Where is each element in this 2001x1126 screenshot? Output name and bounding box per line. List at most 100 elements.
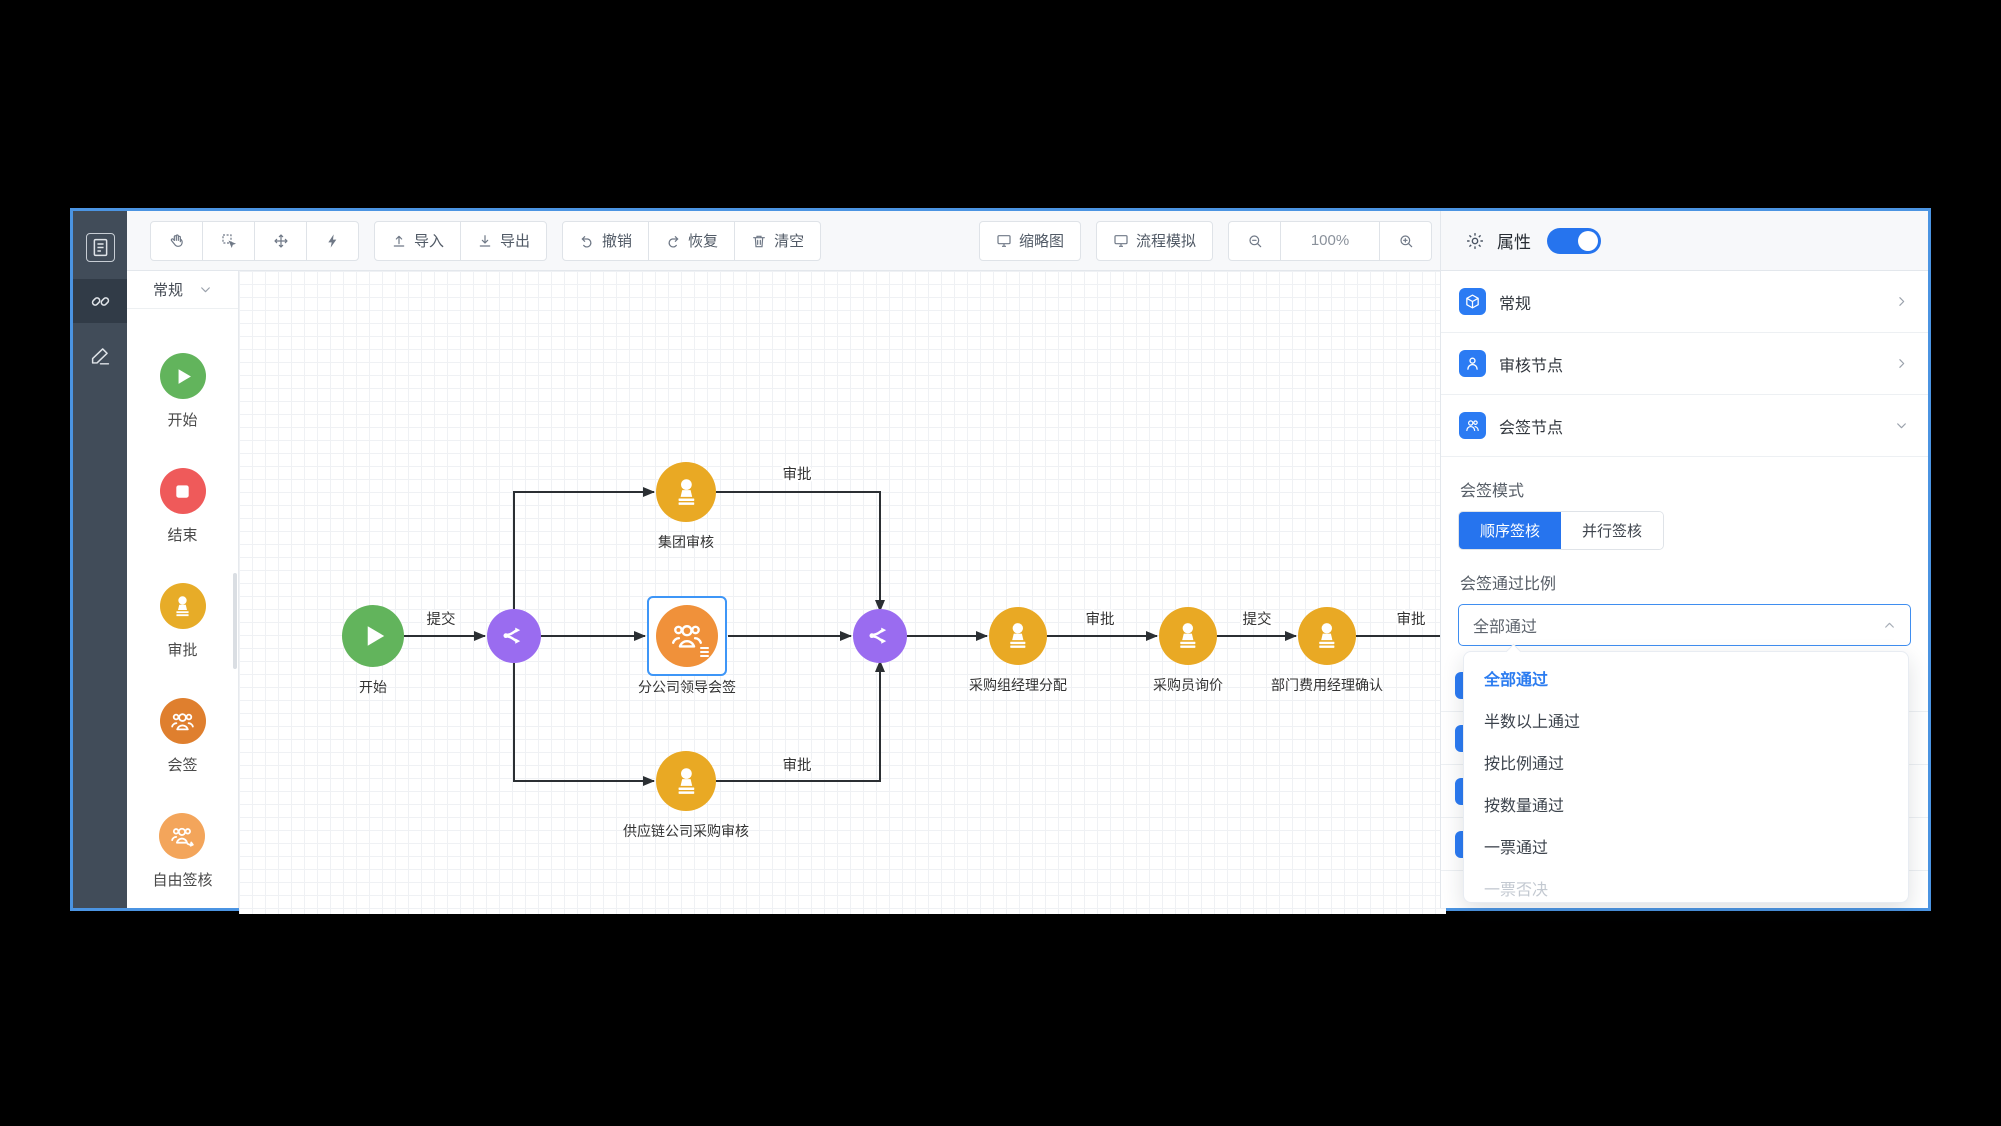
properties-toggle[interactable] [1547, 227, 1601, 254]
node-inquiry[interactable] [1159, 607, 1217, 665]
node-label: 供应链公司采购审核 [623, 823, 749, 839]
auto-layout-button[interactable] [306, 220, 359, 261]
select-tool-button[interactable] [202, 220, 255, 261]
dropdown-option[interactable]: 按比例通过 [1484, 756, 1565, 773]
group-free-icon [169, 823, 196, 850]
section-label: 审核节点 [1499, 357, 1564, 375]
flow-icon [90, 291, 111, 312]
flow-edge [716, 660, 885, 782]
section-label: 常规 [1499, 295, 1532, 313]
dropdown-option[interactable]: 按数量通过 [1484, 798, 1565, 815]
audit-node-section-icon [1459, 350, 1486, 377]
properties-title: 属性 [1497, 233, 1531, 252]
split-icon [853, 620, 907, 651]
import-button[interactable]: 导入 [374, 220, 462, 261]
pan-tool-button[interactable] [150, 220, 203, 261]
canvas-tool-group [150, 220, 359, 261]
gear-icon [1465, 231, 1485, 251]
redo-button[interactable]: 恢复 [648, 220, 736, 261]
hand-icon [169, 233, 185, 249]
node-split[interactable] [487, 609, 541, 663]
node-group-review[interactable] [656, 462, 716, 522]
sign-mode-selected[interactable]: 顺序签核 [1459, 512, 1562, 549]
edge-label: 审批 [1397, 611, 1426, 628]
palette-item-end[interactable]: 结束 [159, 468, 206, 545]
edit-group: 撤销恢复清空 [562, 220, 822, 261]
simulate-button[interactable]: 流程模拟 [1095, 220, 1213, 261]
chevron-right-icon [1895, 357, 1908, 370]
properties-header: 属性 [1441, 211, 1928, 271]
undo-icon [579, 233, 595, 249]
pencil-icon [90, 345, 111, 366]
file-group: 导入导出 [374, 220, 548, 261]
zoom-out-icon [1247, 233, 1263, 249]
activity-item-pages[interactable] [73, 225, 127, 269]
node-merge[interactable] [853, 609, 907, 663]
free-sign-node-shape [159, 813, 206, 859]
stamp-icon [656, 475, 716, 510]
play-icon [342, 618, 404, 654]
palette-scrollbar[interactable] [233, 573, 237, 669]
flow-edge [513, 663, 655, 786]
section-label: 会签节点 [1499, 419, 1564, 437]
undo-button[interactable]: 撤销 [562, 220, 650, 261]
toolbar: 导入导出撤销恢复清空 缩略图流程模拟 100% [127, 211, 1446, 271]
clear-button[interactable]: 清空 [734, 220, 822, 261]
move-icon [273, 233, 289, 249]
palette-item-start[interactable]: 开始 [159, 353, 206, 430]
chevron-down-icon [1895, 419, 1908, 432]
node-branch-lead-countersign[interactable] [656, 605, 718, 667]
edge-label: 提交 [1243, 610, 1272, 628]
stamp-icon [169, 593, 196, 620]
zoom-out-button[interactable] [1228, 220, 1281, 261]
start-node-shape [159, 353, 206, 399]
palette-item-label: 自由签核 [152, 872, 213, 889]
activity-item-form-editor[interactable] [73, 333, 127, 377]
trash-icon [751, 233, 767, 249]
palette-item-approve[interactable]: 审批 [159, 583, 206, 660]
node-start[interactable] [342, 605, 404, 667]
node-assign[interactable] [989, 607, 1047, 665]
lightning-icon [325, 233, 341, 249]
minimap-button[interactable]: 缩略图 [978, 220, 1081, 261]
activity-item-flow-designer[interactable] [73, 279, 127, 323]
palette-item-free-sign[interactable]: 自由签核 [152, 813, 213, 890]
panel-section-general[interactable]: 常规 [1441, 271, 1928, 333]
countersign-node-section-icon [1459, 412, 1486, 439]
download-icon [477, 233, 493, 249]
export-button[interactable]: 导出 [460, 220, 548, 261]
node-supply-review[interactable] [656, 751, 716, 811]
palette-item-countersign[interactable]: 会签 [159, 698, 206, 775]
zoom-level: 100% [1280, 220, 1380, 261]
palette-item-label: 结束 [167, 527, 198, 544]
edge-label: 审批 [783, 466, 812, 483]
dropdown-option[interactable]: 半数以上通过 [1484, 714, 1581, 731]
zoom-in-icon [1398, 233, 1414, 249]
node-confirm[interactable] [1298, 607, 1356, 665]
flow-canvas[interactable]: 提交审批审批审批提交审批开始集团审核分公司领导会签供应链公司采购审核采购组经理分… [239, 271, 1446, 914]
flow-edges-layer: 提交审批审批审批提交审批 [404, 464, 1446, 786]
select-icon [221, 233, 237, 249]
node-label: 采购组经理分配 [969, 677, 1067, 693]
pass-ratio-select[interactable]: 全部通过 [1458, 604, 1911, 646]
panel-section-audit-node[interactable]: 审核节点 [1441, 333, 1928, 395]
chevron-down-icon [199, 283, 212, 296]
countersign-form: 会签模式 顺序签核并行签核 会签通过比例 全部通过 [1441, 457, 1928, 646]
dropdown-option[interactable]: 一票通过 [1484, 840, 1549, 857]
chevron-up-icon [1883, 619, 1896, 632]
dropdown-option[interactable]: 全部通过 [1484, 672, 1549, 689]
node-palette: 常规 开始结束审批会签自由签核 [127, 271, 239, 908]
panel-section-countersign-node[interactable]: 会签节点 [1441, 395, 1928, 457]
stop-icon [169, 478, 196, 505]
sign-mode-option[interactable]: 并行签核 [1561, 512, 1664, 549]
document-icon [85, 232, 115, 262]
palette-group-header[interactable]: 常规 [127, 271, 238, 309]
pass-ratio-value: 全部通过 [1473, 619, 1538, 636]
monitor-icon [996, 233, 1012, 249]
group-icon [169, 708, 196, 735]
fit-view-button[interactable] [254, 220, 307, 261]
stamp-icon [989, 619, 1047, 653]
zoom-in-button[interactable] [1379, 220, 1432, 261]
flow-edge [716, 491, 885, 612]
